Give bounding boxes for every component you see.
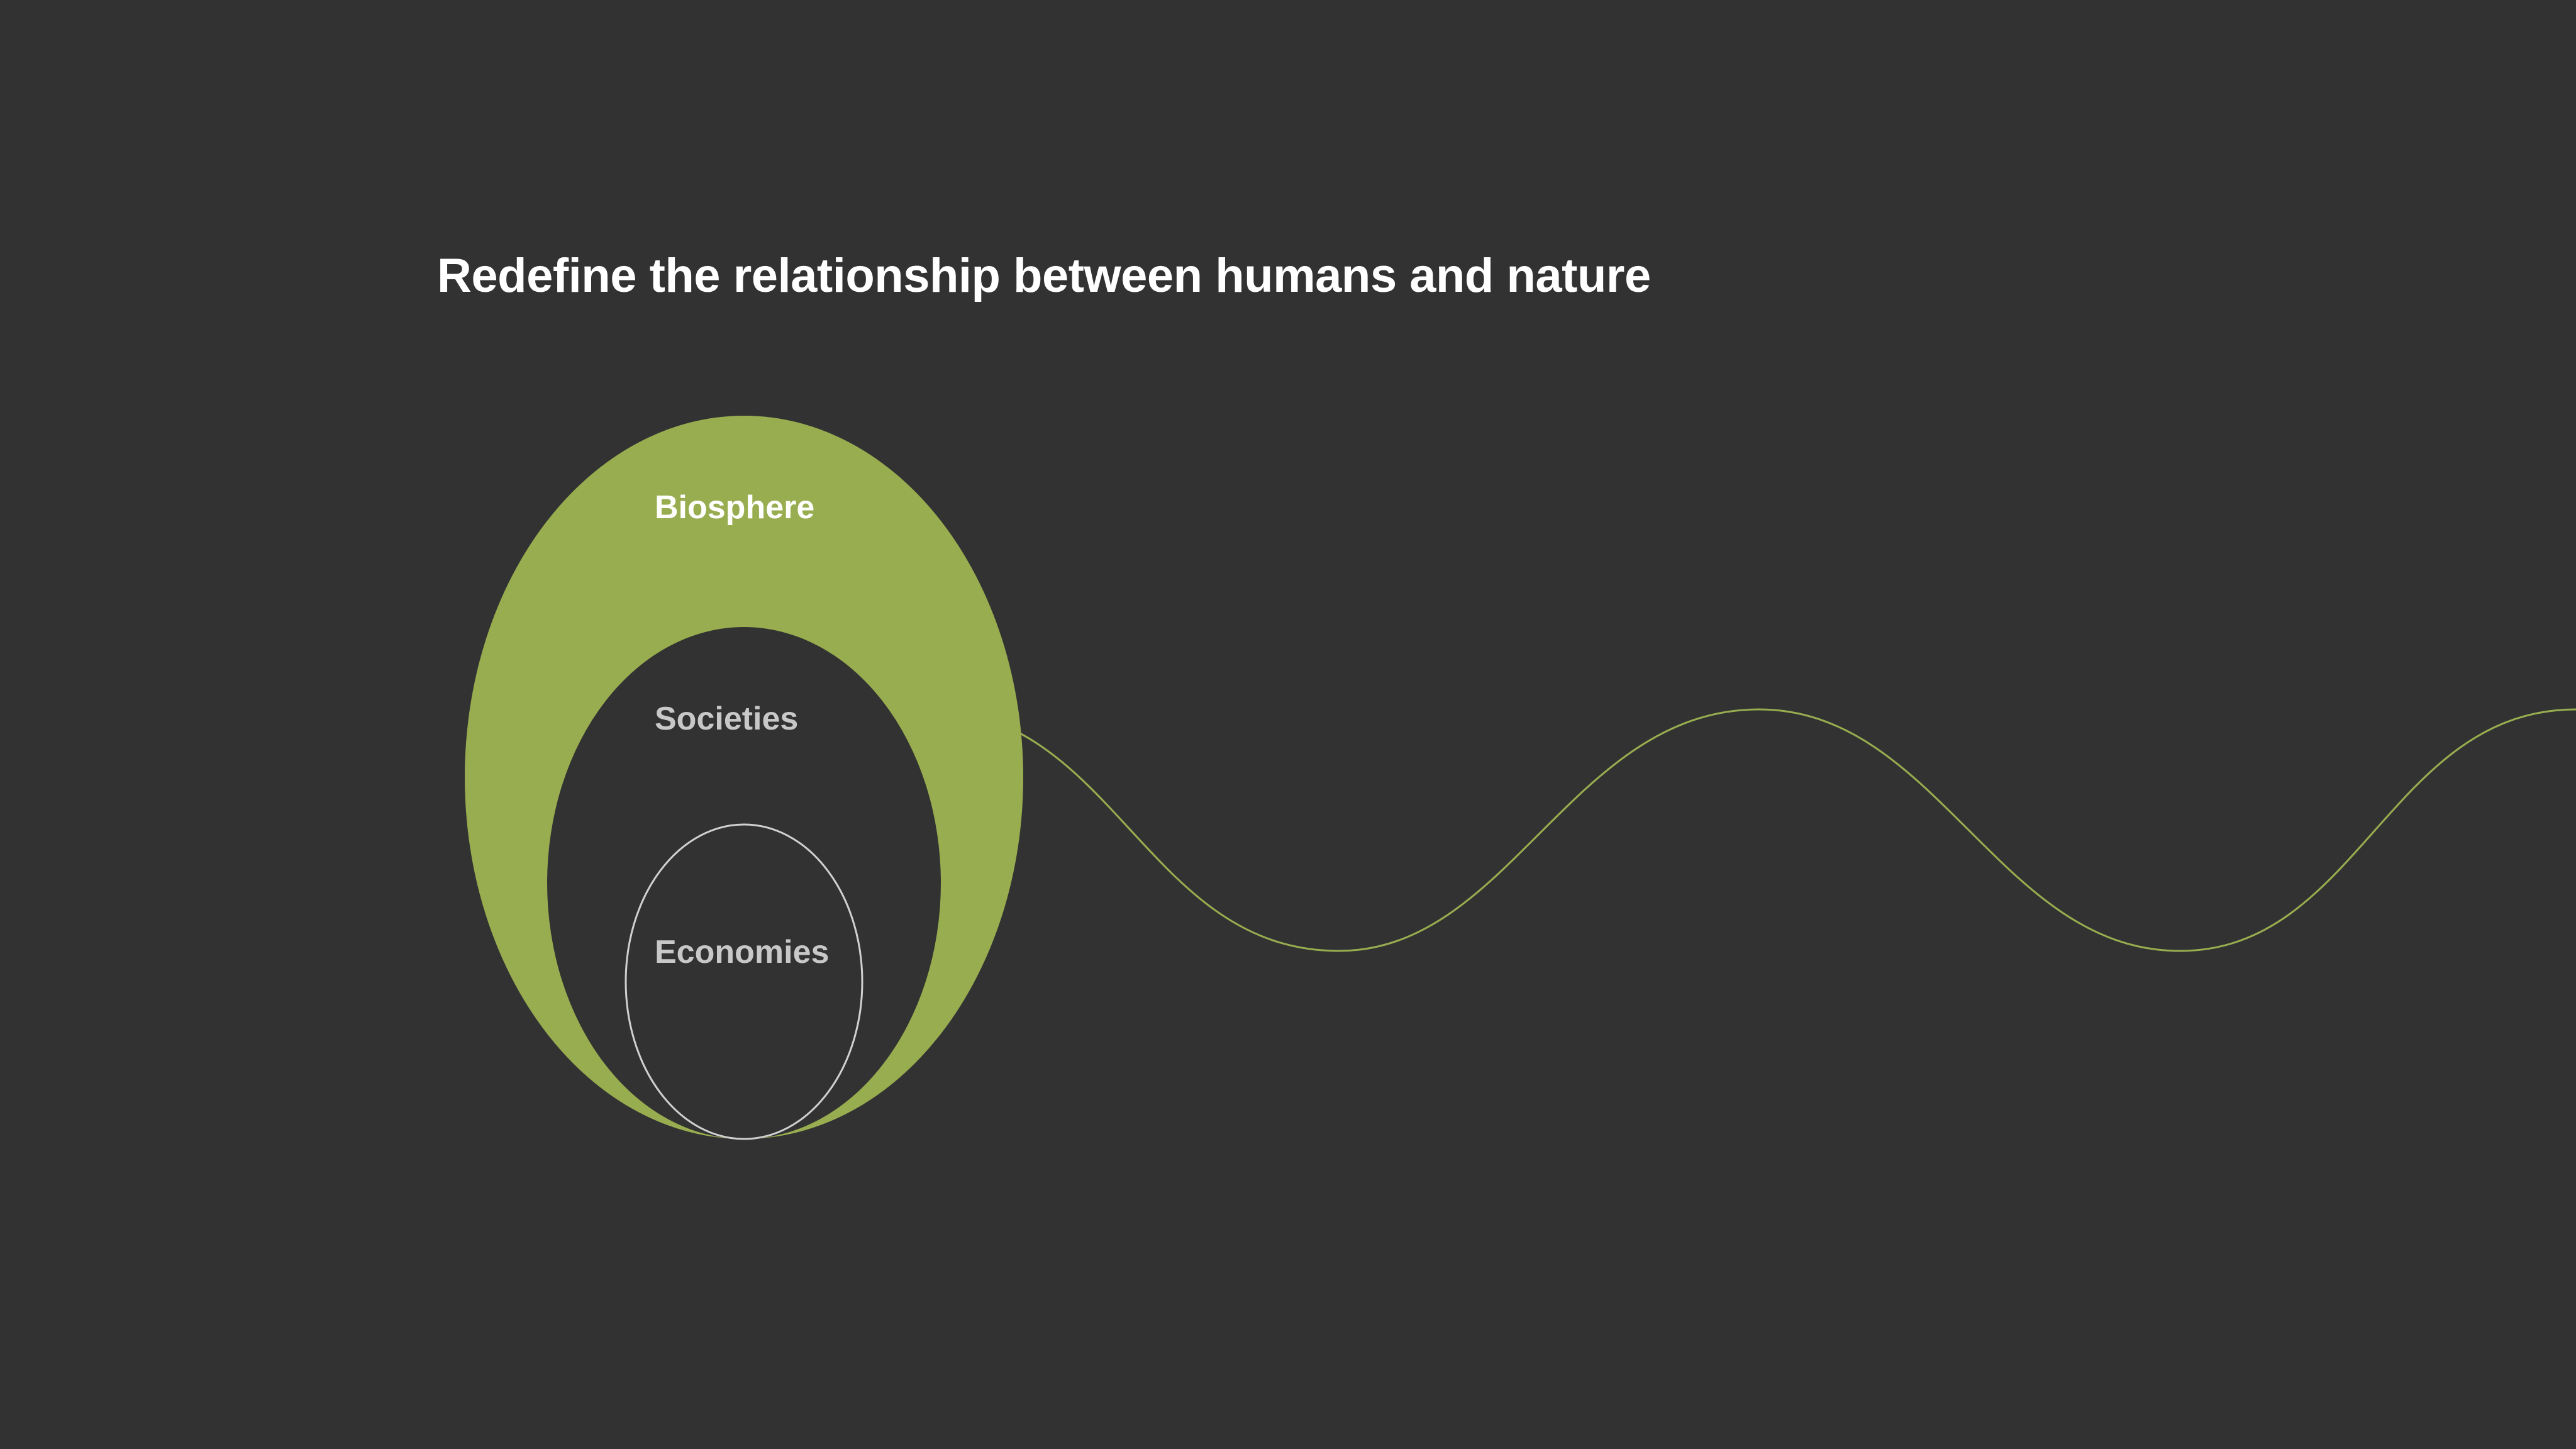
page-title: Redefine the relationship between humans…	[437, 249, 1651, 303]
wave-line	[1018, 708, 2576, 952]
societies-label: Societies	[655, 701, 798, 737]
economies-label: Economies	[655, 934, 829, 970]
biosphere-label: Biosphere	[655, 489, 814, 526]
economies-ellipse	[625, 823, 863, 1140]
societies-ellipse	[547, 627, 941, 1139]
